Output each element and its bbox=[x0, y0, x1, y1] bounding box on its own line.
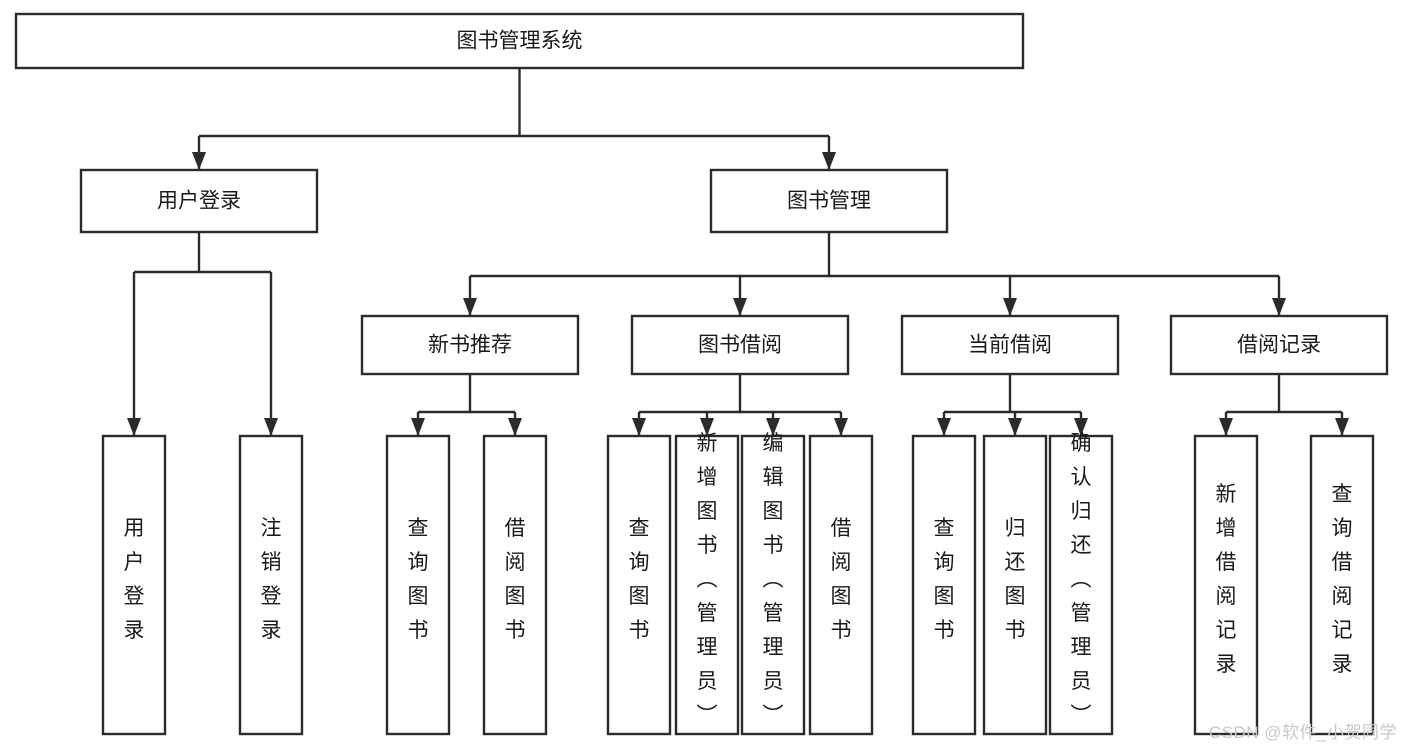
edge-group-new-book-recommend bbox=[411, 374, 522, 436]
node-leaf-query-borrow-record[interactable]: 查询借阅记录 bbox=[1309, 434, 1375, 736]
arrow-head-icon bbox=[264, 418, 278, 436]
node-leaf-query-book-1[interactable]: 查询图书 bbox=[385, 434, 451, 736]
edge-group-book-borrow bbox=[632, 374, 848, 436]
node-box-leaf-logout-login bbox=[238, 434, 304, 736]
node-label-root: 图书管理系统 bbox=[457, 30, 583, 53]
node-label-leaf-add-book: 新增图书︵管理员︶ bbox=[697, 432, 718, 727]
node-leaf-return-book[interactable]: 归还图书 bbox=[982, 434, 1048, 736]
node-box-book-borrow bbox=[630, 314, 850, 376]
edge-group-borrow-record bbox=[1219, 374, 1349, 436]
node-label-leaf-query-borrow-record: 查询借阅记录 bbox=[1332, 483, 1353, 676]
node-box-leaf-add-borrow-record bbox=[1193, 434, 1259, 736]
node-label-borrow-record: 借阅记录 bbox=[1237, 334, 1321, 357]
node-book-borrow[interactable]: 图书借阅 bbox=[630, 314, 850, 376]
node-box-leaf-add-book bbox=[674, 434, 740, 736]
node-label-leaf-user-login: 用户登录 bbox=[124, 517, 145, 642]
node-box-leaf-confirm-return bbox=[1048, 434, 1114, 736]
node-box-leaf-return-book bbox=[982, 434, 1048, 736]
node-leaf-borrow-book-1[interactable]: 借阅图书 bbox=[482, 434, 548, 736]
arrow-head-icon bbox=[1008, 418, 1022, 436]
watermark-label: CSDN @软件_小贺同学 bbox=[1208, 723, 1397, 742]
node-leaf-edit-book[interactable]: 编辑图书︵管理员︶ bbox=[740, 432, 806, 736]
arrow-head-icon bbox=[733, 298, 747, 316]
node-label-book-borrow: 图书借阅 bbox=[698, 334, 782, 357]
node-box-leaf-user-login bbox=[101, 434, 167, 736]
node-label-leaf-query-book-3: 查询图书 bbox=[934, 517, 955, 642]
node-box-leaf-query-borrow-record bbox=[1309, 434, 1375, 736]
node-new-book-recommend[interactable]: 新书推荐 bbox=[360, 314, 580, 376]
node-user-login[interactable]: 用户登录 bbox=[79, 168, 319, 234]
node-root[interactable]: 图书管理系统 bbox=[14, 12, 1025, 70]
node-borrow-record[interactable]: 借阅记录 bbox=[1169, 314, 1389, 376]
arrow-head-icon bbox=[411, 418, 425, 436]
node-label-leaf-logout-login: 注销登录 bbox=[261, 517, 282, 642]
node-box-new-book-recommend bbox=[360, 314, 580, 376]
node-label-leaf-query-book-1: 查询图书 bbox=[408, 517, 429, 642]
arrow-head-icon bbox=[1219, 418, 1233, 436]
connector-edges-layer bbox=[127, 68, 1349, 436]
arrow-head-icon bbox=[1074, 418, 1088, 436]
node-label-leaf-confirm-return: 确认归还︵管理员︶ bbox=[1071, 432, 1092, 727]
node-box-leaf-borrow-book-2 bbox=[808, 434, 874, 736]
node-label-leaf-query-book-2: 查询图书 bbox=[629, 517, 650, 642]
arrow-head-icon bbox=[1272, 298, 1286, 316]
arrow-head-icon bbox=[192, 152, 206, 170]
node-label-book-manage: 图书管理 bbox=[787, 190, 871, 213]
node-label-new-book-recommend: 新书推荐 bbox=[428, 334, 512, 357]
node-box-leaf-query-book-2 bbox=[606, 434, 672, 736]
edge-group-user-login bbox=[127, 232, 278, 436]
arrow-head-icon bbox=[127, 418, 141, 436]
edge-group-root bbox=[192, 68, 836, 170]
arrow-head-icon bbox=[508, 418, 522, 436]
node-label-leaf-borrow-book-1: 借阅图书 bbox=[505, 517, 526, 642]
node-label-leaf-borrow-book-2: 借阅图书 bbox=[831, 517, 852, 642]
node-leaf-user-login[interactable]: 用户登录 bbox=[101, 434, 167, 736]
node-box-leaf-query-book-1 bbox=[385, 434, 451, 736]
arrow-head-icon bbox=[463, 298, 477, 316]
node-leaf-add-borrow-record[interactable]: 新增借阅记录 bbox=[1193, 434, 1259, 736]
node-box-user-login bbox=[79, 168, 319, 234]
arrow-head-icon bbox=[834, 418, 848, 436]
arrow-head-icon bbox=[822, 152, 836, 170]
node-label-user-login: 用户登录 bbox=[157, 190, 241, 213]
node-label-leaf-return-book: 归还图书 bbox=[1005, 517, 1026, 642]
arrow-head-icon bbox=[1335, 418, 1349, 436]
node-box-root bbox=[14, 12, 1025, 70]
edge-group-book-manage bbox=[463, 232, 1286, 316]
node-leaf-confirm-return[interactable]: 确认归还︵管理员︶ bbox=[1048, 432, 1114, 736]
arrow-head-icon bbox=[632, 418, 646, 436]
node-boxes-layer: 图书管理系统用户登录图书管理新书推荐图书借阅当前借阅借阅记录用户登录注销登录查询… bbox=[14, 12, 1389, 736]
node-leaf-query-book-3[interactable]: 查询图书 bbox=[911, 434, 977, 736]
arrow-head-icon bbox=[700, 418, 714, 436]
node-label-current-borrow: 当前借阅 bbox=[968, 334, 1052, 357]
edge-group-current-borrow bbox=[937, 374, 1088, 436]
arrow-head-icon bbox=[937, 418, 951, 436]
node-leaf-query-book-2[interactable]: 查询图书 bbox=[606, 434, 672, 736]
node-leaf-borrow-book-2[interactable]: 借阅图书 bbox=[808, 434, 874, 736]
node-box-borrow-record bbox=[1169, 314, 1389, 376]
node-leaf-logout-login[interactable]: 注销登录 bbox=[238, 434, 304, 736]
node-box-book-manage bbox=[709, 168, 949, 234]
node-box-leaf-borrow-book-1 bbox=[482, 434, 548, 736]
node-current-borrow[interactable]: 当前借阅 bbox=[900, 314, 1120, 376]
node-box-current-borrow bbox=[900, 314, 1120, 376]
node-label-leaf-add-borrow-record: 新增借阅记录 bbox=[1216, 483, 1237, 676]
node-book-manage[interactable]: 图书管理 bbox=[709, 168, 949, 234]
node-label-leaf-edit-book: 编辑图书︵管理员︶ bbox=[763, 432, 784, 727]
node-leaf-add-book[interactable]: 新增图书︵管理员︶ bbox=[674, 432, 740, 736]
node-box-leaf-edit-book bbox=[740, 434, 806, 736]
node-box-leaf-query-book-3 bbox=[911, 434, 977, 736]
arrow-head-icon bbox=[1003, 298, 1017, 316]
arrow-head-icon bbox=[766, 418, 780, 436]
